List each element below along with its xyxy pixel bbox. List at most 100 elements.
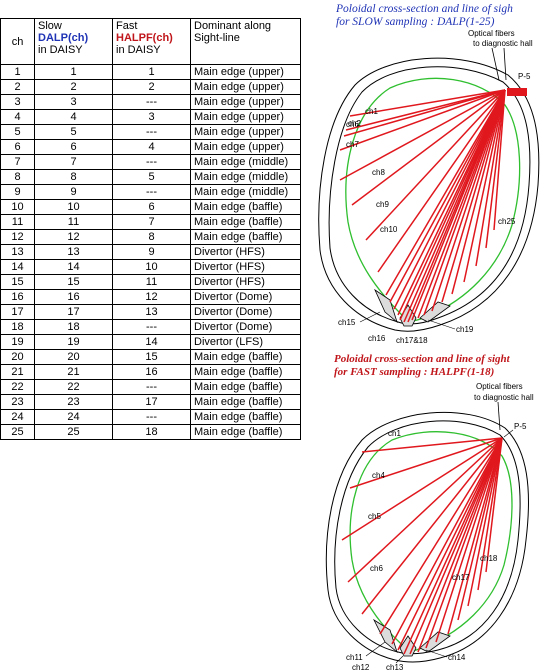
slow-inner-wall: [328, 66, 531, 325]
cell-fast: 4: [112, 139, 191, 155]
cell-dominant: Main edge (upper): [190, 139, 301, 155]
cell-ch: 13: [0, 244, 35, 260]
cell-dominant: Main edge (middle): [190, 154, 301, 170]
slow-sightline-18: [423, 89, 506, 316]
slow-port: [507, 88, 527, 96]
cell-slow: 22: [34, 379, 113, 395]
fast-sightline-9: [403, 437, 503, 655]
cell-fast: 10: [112, 259, 191, 275]
cell-slow: 11: [34, 214, 113, 230]
cell-fast: 11: [112, 274, 191, 290]
cell-ch: 15: [0, 274, 35, 290]
slow-sightline-9: [385, 89, 506, 296]
cell-fast: 8: [112, 229, 191, 245]
slow-sightline-20: [441, 89, 506, 303]
cell-ch: 5: [0, 124, 35, 140]
cell-slow: 7: [34, 154, 113, 170]
cell-dominant: Divertor (Dome): [190, 289, 301, 305]
fast-label-ch13: ch13: [386, 663, 404, 672]
fast-ch14-leader: [425, 649, 448, 658]
header-fast: Fast HALPF(ch) in DAISY: [112, 18, 191, 65]
cell-fast: 16: [112, 364, 191, 380]
slow-sightline-17: [417, 89, 506, 319]
slow-sightline-5: [339, 89, 506, 181]
slow-label-ch16: ch16: [368, 334, 386, 343]
cell-dominant: Main edge (middle): [190, 169, 301, 185]
slow-sightline-25: [493, 89, 506, 231]
fast-port-label: P-5: [514, 422, 527, 431]
header-fast-line1: Fast: [116, 20, 138, 32]
cell-dominant: Main edge (baffle): [190, 349, 301, 365]
cell-dominant: Divertor (HFS): [190, 274, 301, 290]
fast-sightline-5: [361, 437, 503, 615]
cell-slow: 3: [34, 94, 113, 110]
fast-sightline-17: [477, 437, 503, 591]
slow-sightline-4: [339, 89, 506, 151]
slow-label-ch8: ch8: [372, 168, 385, 177]
cell-slow: 18: [34, 319, 113, 335]
cell-slow: 24: [34, 409, 113, 425]
slow-sightline-7: [365, 89, 506, 241]
fast-label-ch4: ch4: [372, 471, 385, 480]
cell-dominant: Divertor (LFS): [190, 334, 301, 350]
header-slow-line1: Slow: [38, 20, 62, 32]
fast-label-ch17: ch17: [452, 573, 470, 582]
slow-sightline-6: [351, 89, 506, 206]
cell-ch: 16: [0, 289, 35, 305]
fast-port-leader: [503, 429, 514, 438]
fast-sightline-12: [425, 437, 503, 649]
slow-title-line1: Poloidal cross-section and line of sigh: [335, 3, 513, 15]
cell-slow: 16: [34, 289, 113, 305]
fast-label-ch18: ch18: [480, 554, 498, 563]
slow-ch15-leader: [359, 311, 381, 323]
slow-sightline-11: [393, 89, 506, 310]
slow-sightline-23: [475, 89, 506, 267]
cell-ch: 1: [0, 64, 35, 80]
slow-outer-wall: [318, 57, 540, 332]
cell-fast: 1: [112, 64, 191, 80]
cell-dominant: Divertor (Dome): [190, 304, 301, 320]
cell-dominant: Main edge (upper): [190, 109, 301, 125]
slow-label-ch6-visible: ch6: [346, 120, 359, 129]
cell-ch: 6: [0, 139, 35, 155]
fast-sightline-2: [349, 437, 503, 489]
header-fast-line3: in DAISY: [116, 44, 161, 56]
cell-fast: 7: [112, 214, 191, 230]
slow-divertor-hfs: [374, 288, 398, 324]
slow-sightline-1: [349, 89, 506, 117]
header-slow: Slow DALP(ch) in DAISY: [34, 18, 113, 65]
cell-slow: 15: [34, 274, 113, 290]
cell-fast: 2: [112, 79, 191, 95]
cell-fast: ---: [112, 319, 191, 335]
cross-section-diagrams: Poloidal cross-section and line of sigh …: [318, 3, 540, 672]
fast-ch13-leader: [395, 655, 404, 664]
cell-fast: 18: [112, 424, 191, 440]
fast-sightline-13: [435, 437, 503, 643]
fast-sightline-16: [467, 437, 503, 607]
cell-slow: 14: [34, 259, 113, 275]
cell-ch: 22: [0, 379, 35, 395]
cell-dominant: Main edge (baffle): [190, 379, 301, 395]
cell-dominant: Main edge (baffle): [190, 199, 301, 215]
cell-ch: 14: [0, 259, 35, 275]
cell-slow: 4: [34, 109, 113, 125]
header-dominant-line1: Dominant along: [194, 20, 272, 32]
fast-sightline-14: [447, 437, 503, 635]
slow-sightline-16: [411, 89, 506, 321]
fast-label-ch11: ch11: [346, 653, 363, 662]
cell-dominant: Main edge (upper): [190, 124, 301, 140]
cell-fast: 13: [112, 304, 191, 320]
cell-dominant: Main edge (baffle): [190, 409, 301, 425]
